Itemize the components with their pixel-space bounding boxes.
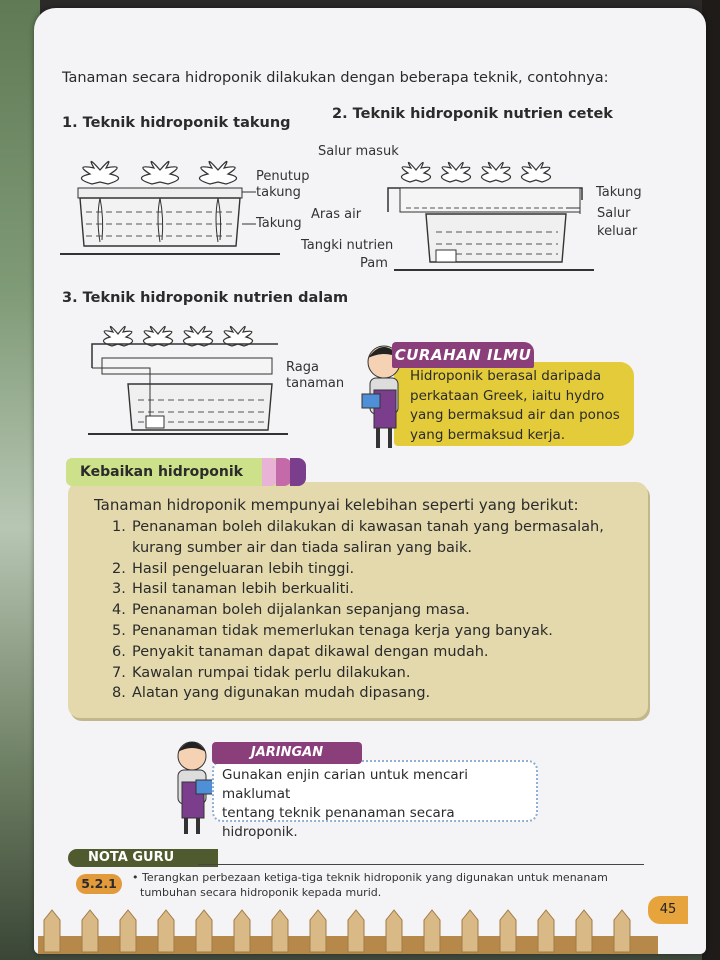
item-number: 6. bbox=[112, 643, 126, 660]
list-item: 7. Kawalan rumpai tidak perlu dilakukan. bbox=[112, 663, 632, 684]
label-pam: Pam bbox=[360, 256, 388, 271]
curahan-box bbox=[394, 362, 634, 446]
item-text: Hasil pengeluaran lebih tinggi. bbox=[132, 560, 355, 577]
label-takung-small: takung bbox=[256, 185, 301, 200]
item-number: 3. bbox=[112, 581, 126, 598]
jaringan-line: tentang teknik penanaman secara hidropon… bbox=[222, 805, 455, 840]
boy-reading-icon bbox=[177, 741, 215, 834]
boy-character-icon bbox=[361, 345, 401, 448]
item-number: 8. bbox=[112, 685, 126, 702]
list-item: 4. Penanaman boleh dijalankan sepanjang m… bbox=[112, 600, 632, 621]
page-number: 45 bbox=[648, 896, 688, 924]
jaringan-line: Gunakan enjin carian untuk mencari maklu… bbox=[222, 767, 468, 802]
diagram-nutrien-dalam bbox=[88, 325, 288, 435]
tab-stripe bbox=[262, 458, 278, 486]
kebaikan-box bbox=[68, 482, 648, 718]
label-salur-masuk: Salur masuk bbox=[318, 144, 399, 159]
tab-stripe bbox=[276, 458, 292, 486]
kebaikan-list: 1. Penanaman boleh dilakukan di kawasan t… bbox=[112, 517, 632, 704]
curahan-ilmu-title: CURAHAN ILMU bbox=[392, 342, 534, 368]
curahan-line: yang bermaksud air dan ponos bbox=[410, 407, 620, 423]
list-item: 6. Penyakit tanaman dapat dikawal dengan … bbox=[112, 642, 632, 663]
nota-guru-tab: NOTA GURU bbox=[68, 849, 218, 867]
nota-text: • Terangkan perbezaan ketiga-tiga teknik… bbox=[132, 870, 632, 900]
nota-line: tumbuhan secara hidroponik kepada murid. bbox=[140, 886, 382, 899]
curahan-text: Hidroponik berasal daripada perkataan Gr… bbox=[410, 367, 625, 445]
label-salur: Salur bbox=[597, 206, 631, 221]
curahan-line: yang bermaksud kerja. bbox=[410, 426, 566, 443]
nota-line: • Terangkan perbezaan ketiga-tiga teknik… bbox=[132, 871, 608, 884]
fence-decoration bbox=[38, 909, 658, 954]
jaringan-maklumat-title: JARINGAN MAKLUMAT bbox=[212, 742, 362, 782]
item-text: Kawalan rumpai tidak perlu dilakukan. bbox=[132, 664, 411, 681]
item-number bbox=[112, 538, 132, 559]
item-number: 2. bbox=[112, 560, 126, 577]
item-text: Penanaman boleh dijalankan sepanjang mas… bbox=[132, 602, 470, 619]
label-raga: Raga bbox=[286, 360, 319, 375]
list-item: kurang sumber air dan tiada saliran yang… bbox=[112, 538, 632, 559]
jaringan-box bbox=[212, 760, 538, 822]
label-penutup: Penutup bbox=[256, 169, 310, 184]
jaringan-text: Gunakan enjin carian untuk mencari maklu… bbox=[222, 766, 532, 842]
plant-icon bbox=[80, 160, 238, 185]
item-number: 1. bbox=[112, 519, 126, 535]
item-number: 7. bbox=[112, 664, 126, 681]
nota-divider bbox=[198, 864, 644, 865]
label-keluar: keluar bbox=[597, 224, 638, 239]
label-takung: Takung bbox=[256, 216, 302, 231]
item-text: Penyakit tanaman dapat dikawal dengan mu… bbox=[132, 643, 489, 660]
list-item: 2. Hasil pengeluaran lebih tinggi. bbox=[112, 559, 632, 580]
background-right bbox=[702, 0, 720, 960]
label-tangki-nutrien: Tangki nutrien bbox=[301, 238, 394, 253]
list-item: 1. Penanaman boleh dilakukan di kawasan t… bbox=[112, 517, 632, 538]
label-tanaman: tanaman bbox=[286, 376, 345, 391]
kebaikan-intro: Tanaman hidroponik mempunyai kelebihan s… bbox=[94, 496, 579, 514]
intro-text: Tanaman secara hidroponik dilakukan deng… bbox=[62, 70, 609, 86]
kebaikan-tab: Kebaikan hidroponik bbox=[66, 458, 276, 486]
label-aras-air: Aras air bbox=[311, 207, 362, 222]
diagram-nutrien-cetek bbox=[387, 161, 594, 271]
background-left bbox=[0, 0, 40, 960]
curahan-line: Hidroponik berasal daripada bbox=[410, 368, 602, 384]
curahan-line: perkataan Greek, iaitu hydro bbox=[410, 387, 605, 404]
list-item: 5. Penanaman tidak memerlukan tenaga kerj… bbox=[112, 621, 632, 642]
standard-code-badge: 5.2.1 bbox=[76, 874, 122, 894]
technique-3-title: 3. Teknik hidroponik nutrien dalam bbox=[62, 290, 349, 306]
tab-stripe bbox=[290, 458, 306, 486]
item-text: Penanaman boleh dilakukan di kawasan tan… bbox=[132, 519, 604, 535]
plant-icon bbox=[102, 325, 254, 347]
diagram-takung bbox=[60, 160, 280, 255]
item-text: Penanaman tidak memerlukan tenaga kerja … bbox=[132, 622, 553, 639]
technique-2-title: 2. Teknik hidroponik nutrien cetek bbox=[332, 106, 613, 122]
item-number: 4. bbox=[112, 602, 126, 619]
list-item: 3. Hasil tanaman lebih berkualiti. bbox=[112, 579, 632, 600]
item-text: Hasil tanaman lebih berkualiti. bbox=[132, 581, 354, 598]
list-item: 8. Alatan yang digunakan mudah dipasang. bbox=[112, 683, 632, 704]
label-takung-2: Takung bbox=[596, 185, 642, 200]
item-text: Alatan yang digunakan mudah dipasang. bbox=[132, 685, 431, 702]
item-number: 5. bbox=[112, 622, 126, 639]
plant-icon bbox=[400, 161, 552, 183]
item-text: kurang sumber air dan tiada saliran yang… bbox=[132, 539, 472, 556]
technique-1-title: 1. Teknik hidroponik takung bbox=[62, 115, 291, 131]
